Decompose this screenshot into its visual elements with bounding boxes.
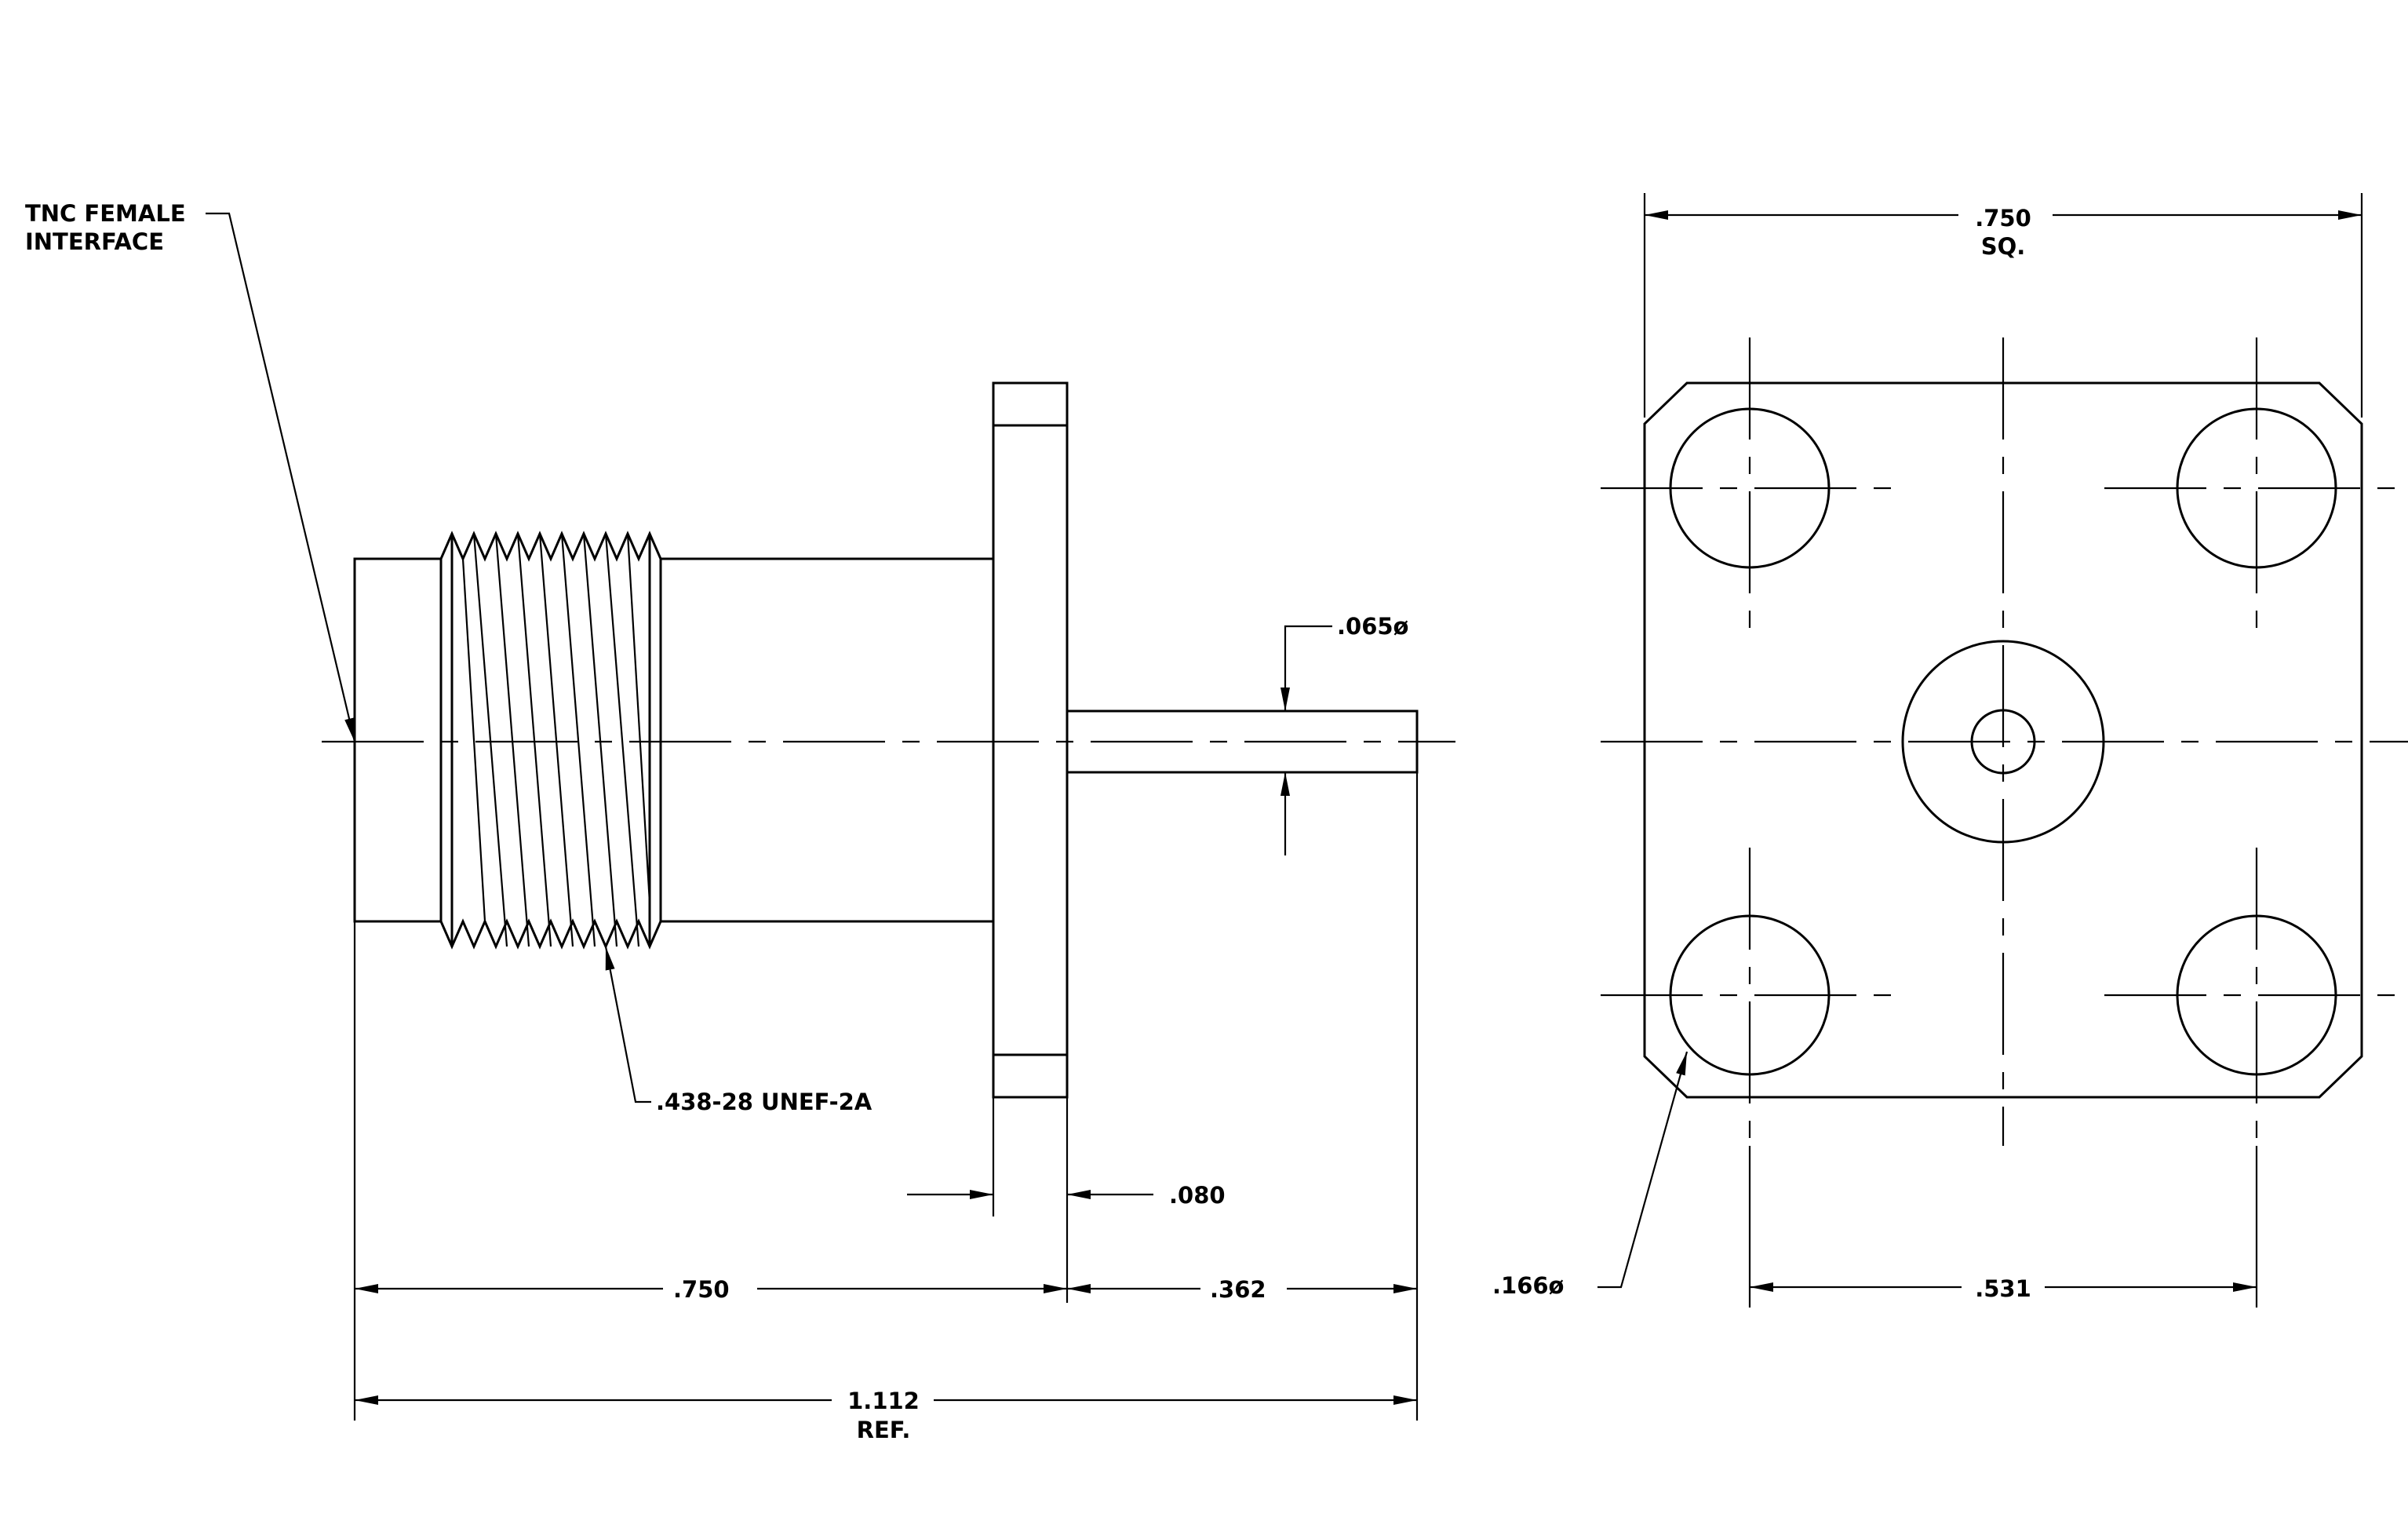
overall-length-dim: 1.112 REF.: [355, 1388, 1417, 1443]
mounting-hole-top-left: [1669, 407, 1831, 569]
center-pin-end: [1970, 709, 2036, 775]
pin-length-label: .362: [1210, 1276, 1266, 1303]
mounting-hole-bottom-right: [2176, 914, 2337, 1076]
flange-size-dim: .750 SQ.: [1643, 193, 2363, 418]
interface-label-line2: INTERFACE: [25, 228, 164, 255]
body-length-dim: .750: [355, 1276, 1067, 1303]
interface-callout: TNC FEMALE INTERFACE: [25, 200, 356, 742]
overall-length-label: 1.112: [847, 1388, 920, 1414]
front-view: .750 SQ. .531 .166ø: [1492, 193, 2408, 1308]
hole-spacing-dim: .531: [1748, 1146, 2258, 1308]
interface-label-line1: TNC FEMALE: [25, 200, 186, 227]
overall-length-note: REF.: [857, 1417, 911, 1443]
flange-size-note: SQ.: [1981, 233, 2026, 260]
flange-thickness-dim: .080: [907, 1097, 1226, 1303]
hole-diameter-callout: .166ø: [1492, 1051, 1689, 1299]
flange-size-label: .750: [1975, 205, 2031, 232]
pin-diameter-label: .065ø: [1337, 613, 1408, 640]
mounting-hole-bottom-left: [1669, 914, 1831, 1076]
flange-side: [992, 381, 1069, 1099]
side-view: .065ø .080 .750 .362 1.112: [25, 200, 1455, 1443]
pin-length-dim: .362: [1067, 1276, 1417, 1303]
thread-section: [439, 531, 662, 950]
body-length-label: .750: [673, 1276, 730, 1303]
pin-diameter-dim: .065ø: [1281, 613, 1408, 855]
hole-diameter-label: .166ø: [1492, 1272, 1564, 1299]
flange-square: [1643, 381, 2363, 1099]
interface-cylinder: [353, 557, 443, 923]
center-pin: [1066, 709, 1419, 774]
thread-callout-label: .438-28 UNEF-2A: [656, 1089, 872, 1115]
flange-thickness-label: .080: [1169, 1182, 1226, 1209]
hole-spacing-label: .531: [1975, 1275, 2031, 1302]
rear-body: [659, 557, 995, 923]
mounting-hole-top-right: [2176, 407, 2337, 569]
center-dielectric: [1901, 640, 2105, 844]
thread-callout: .438-28 UNEF-2A: [604, 946, 872, 1115]
